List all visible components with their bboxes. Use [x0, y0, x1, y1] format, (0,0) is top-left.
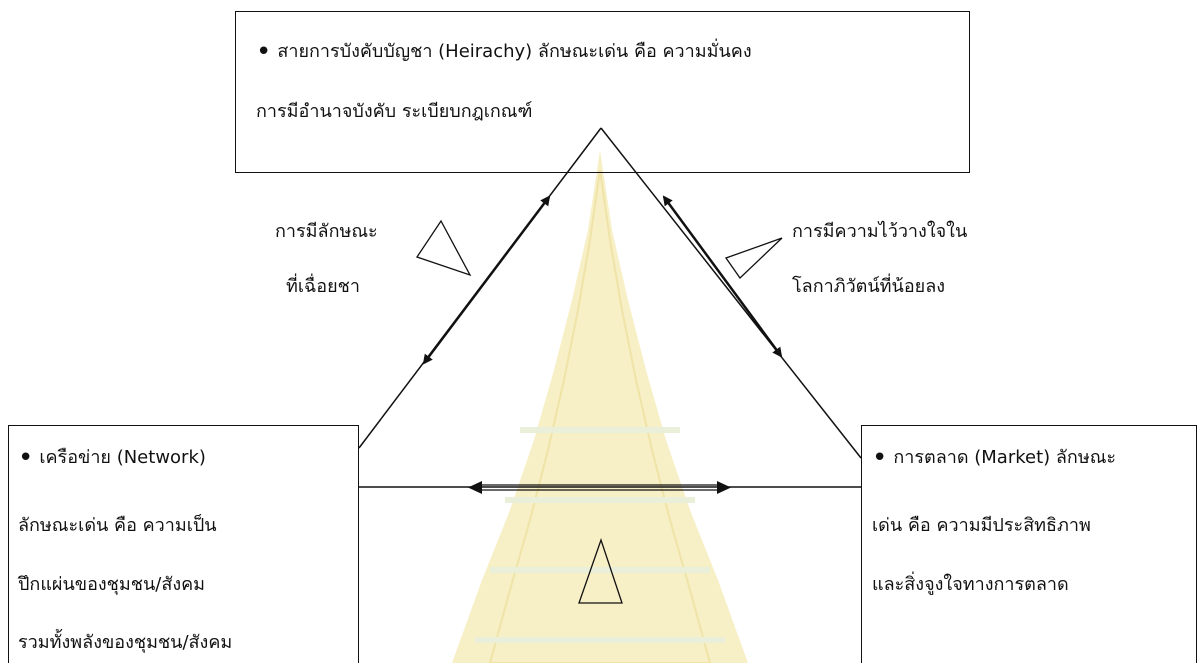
- network-box: เครือข่าย (Network) ลักษณะเด่น คือ ความเ…: [8, 425, 359, 663]
- right-label-line-1: การมีความไว้วางใจใน: [792, 221, 968, 242]
- hierarchy-box: สายการบังคับบัญชา (Heirachy) ลักษณะเด่น …: [235, 11, 970, 173]
- left-label-line-2: ที่เฉื่อยชา: [286, 276, 360, 297]
- network-line-3: ปึกแผ่นของชุมชน/สังคม: [18, 574, 206, 595]
- left-label-line-1: การมีลักษณะ: [275, 221, 378, 242]
- bottom-small-triangle: [578, 537, 623, 604]
- right-label-line-2: โลกาภิวัตน์ที่น้อยลง: [792, 276, 946, 297]
- bottom-double-arrow: [468, 481, 731, 494]
- network-line-1: เครือข่าย (Network): [18, 440, 206, 471]
- market-box: การตลาด (Market) ลักษณะ เด่น คือ ความมีป…: [861, 425, 1197, 663]
- network-line-2: ลักษณะเด่น คือ ความเป็น: [18, 515, 217, 536]
- left-edge-arrow: [422, 195, 551, 365]
- right-small-triangle: [724, 237, 783, 279]
- network-line-4: รวมทั้งพลังของชุมชน/สังคม: [18, 632, 233, 653]
- market-line-3: และสิ่งจูงใจทางการตลาด: [872, 574, 1069, 595]
- left-small-triangle: [415, 219, 472, 277]
- hierarchy-line-2: การมีอำนาจบังคับ ระเบียบกฎเกณฑ์: [256, 101, 533, 122]
- hierarchy-line-1: สายการบังคับบัญชา (Heirachy) ลักษณะเด่น …: [256, 34, 751, 65]
- market-line-1: การตลาด (Market) ลักษณะ: [872, 440, 1116, 471]
- market-line-2: เด่น คือ ความมีประสิทธิภาพ: [872, 515, 1091, 536]
- right-edge-arrow: [662, 195, 783, 358]
